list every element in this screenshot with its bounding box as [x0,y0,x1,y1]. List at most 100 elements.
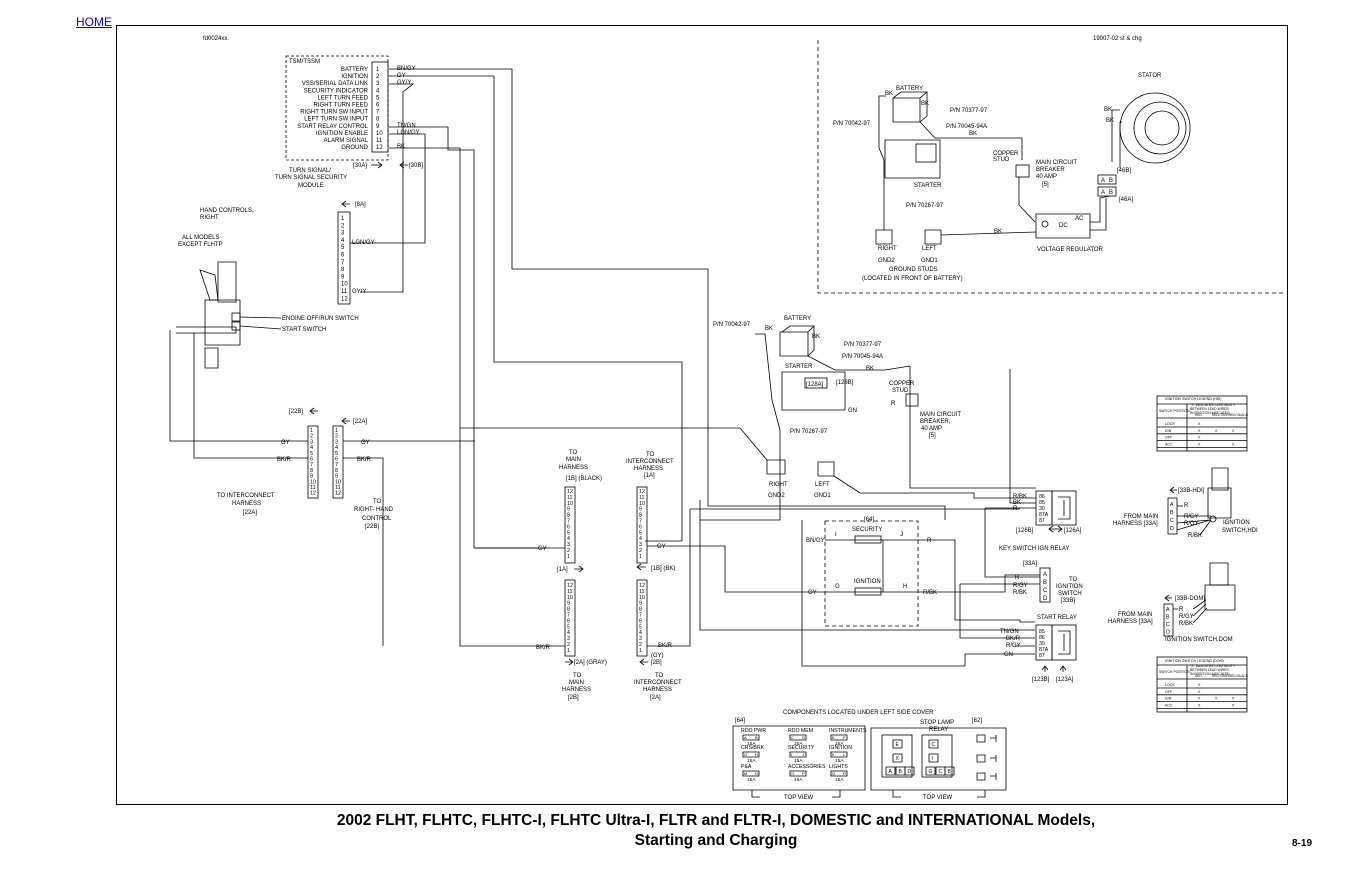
fuse-amp: 15A [747,777,756,783]
c123b: [123B] [1032,677,1050,683]
c2-main-3: HARNESS [562,687,591,693]
fuse-amp: 15A [747,758,756,764]
main-left: LEFT [815,482,830,488]
legend-cell: X [1232,429,1235,433]
page-title-line-2: Starting and Charging [634,832,798,849]
start-relay-pin: 87A [1039,647,1049,653]
main-breaker-4: [5] [929,433,936,439]
c22b-pin-number: 5 [310,451,313,457]
fuse-terminal: I [791,752,792,757]
relay-side-terminal [990,773,997,780]
tsm-caption-2: TURN SIGNAL SECURITY [275,175,347,181]
start-wire-rgy: R/GY [1006,643,1021,649]
relay-side-cell [976,754,986,763]
c1-right-pin: 11 [639,495,645,501]
c1-right-pin: 4 [639,536,642,542]
hand-controls-label-1: HAND CONTROLS, [200,208,254,214]
relay-title-1: STOP LAMP [920,720,954,726]
legend-col-header: RED [1195,413,1202,417]
inset-voltage-regulator: VOLTAGE REGULATOR [1037,247,1104,253]
fuse-terminal: N [755,771,758,776]
start-relay-pin: 30 [1039,641,1045,647]
tsm-pin-wire: BK [397,144,405,150]
inset-pn-70267: P/N 70267-97 [906,203,944,209]
tsm-pin-number: 7 [376,110,380,116]
main-starter-label: STARTER [785,364,813,370]
components-ref-62: [62] [972,718,982,724]
relay-cell [885,766,896,776]
c2-right-pin: 10 [639,595,645,601]
c2-inter-3: HARNESS [643,687,672,693]
legend-dom-note-2: BETWEEN LEAD WIRES [1190,668,1229,672]
hc-pin-number: 12 [341,296,348,302]
c1-left-pin: 11 [567,495,573,501]
c1-left-pin: 3 [567,542,570,548]
fuse-name: INSTRUMENTS [829,728,867,734]
c22a-pin-number: 7 [335,462,338,468]
c22b-pin-number: 8 [310,468,313,474]
hdi-from-1: FROM MAIN [1124,514,1158,520]
inset-c46b: [46B] [1117,168,1131,174]
legend-row-position: IGN [1165,429,1172,433]
tsm-pin-number: 2 [376,74,380,80]
relay-cell [892,753,903,763]
hc-pin-number: 8 [341,267,345,273]
c2-left-pin: 11 [567,589,573,595]
legend-hdi-note-2: BETWEEN LEAD WIRES [1190,407,1229,411]
fuse-terminal: K [832,752,835,757]
fuse-body [830,770,848,777]
tsm-pin-label: RIGHT TURN FEED [314,103,369,109]
fuse-amp: 15A [835,741,844,747]
c22b-pin-number: 1 [310,428,313,434]
tsm-pin-wire: TN/GN [397,123,416,129]
c1-left-pin: 8 [567,513,570,519]
legend-col-header: RED/ GRAY [1212,674,1230,678]
inset-stator: STATOR [1138,73,1162,79]
relay-letter: X [896,756,900,762]
c22b-pin-number: 4 [310,445,313,451]
hand-controls-connector: [8A] [355,202,366,208]
c2-left-pin: 12 [567,583,573,589]
fuse-wire-gy: GY [808,590,817,596]
relay-cell [904,766,915,776]
legend-cell: X [1198,683,1201,687]
inset-pn-70042: P/N 70042-97 [833,121,871,127]
sw-pin: A [1043,572,1047,578]
dom-pin: A [1166,607,1170,613]
key-switch-label: KEY SWITCH IGN RELAY [999,546,1069,552]
c2-inter-2: INTERCONNECT [634,680,682,686]
hc-pin-number: 3 [341,231,345,237]
start-switch-label: START SWITCH [282,327,326,333]
ign-relay-coil [1058,496,1071,520]
fuse-wire-rbk: R/BK [923,590,937,596]
dom-pin: B [1166,615,1170,621]
fuse-terminal: G [744,752,747,757]
fuse-terminal: O [791,771,794,776]
to-right-3: CONTROL [362,516,392,522]
diagram-frame [116,25,1288,805]
c22-wire-gy-left: GY [281,440,290,446]
fuse-wire-r: R [927,538,932,544]
main-bk-1: BK [765,326,773,332]
hdi-pin: B [1170,510,1174,516]
main-pn-70045: P/N 70045-94A [842,354,883,360]
inset-a-2: A [1101,190,1105,196]
main-c128a: [128A] [806,382,824,388]
c1-right-pin: 1 [639,554,642,560]
to-ign-4: [33B] [1061,598,1075,604]
legend-hdi-note-1: "X" INDICATES CONTINUITY [1190,403,1236,407]
dom-switch: IGNITION SWITCH,DOM [1165,637,1233,643]
ign-relay-pin: 87A [1039,512,1049,518]
fuse-terminal: M [744,771,747,776]
relay-letter: B [948,769,952,775]
c2-left-pin: 7 [567,613,570,619]
relay-cell [944,766,955,776]
c2-right-pin: 2 [639,642,642,648]
c1-left-pin: 10 [567,501,573,507]
tsm-pin-number: 11 [376,138,383,144]
relay-letter: I [932,756,933,762]
inset-b-1: B [1109,178,1113,184]
home-link[interactable]: HOME [76,15,112,29]
legend-dom-col-position: SWITCH POSITION [1159,670,1190,674]
inset-bk-5: BK [1104,107,1112,113]
